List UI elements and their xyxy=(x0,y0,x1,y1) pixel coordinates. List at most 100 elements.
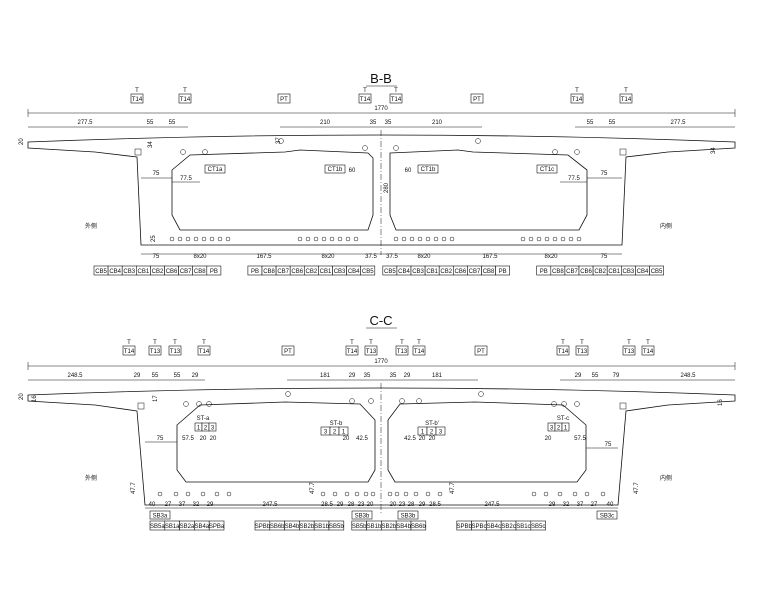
box-cell-right-bb xyxy=(389,149,588,231)
svg-text:T13: T13 xyxy=(624,349,635,355)
svg-text:55: 55 xyxy=(592,373,599,379)
svg-text:PB: PB xyxy=(251,269,259,275)
bottom-label-cell: CB7 xyxy=(178,265,194,276)
svg-text:2: 2 xyxy=(430,430,434,436)
svg-text:29: 29 xyxy=(192,373,199,379)
bottom-label-cell: CB1 xyxy=(318,265,333,276)
svg-text:40: 40 xyxy=(149,502,156,508)
tendon-tag: PT xyxy=(277,93,291,104)
svg-text:37: 37 xyxy=(276,137,282,144)
bottom-label-cell: CB2 xyxy=(150,265,165,276)
svg-text:SB2a: SB2a xyxy=(180,524,195,530)
bottom-label-cell: CB3 xyxy=(410,265,426,276)
svg-text:28: 28 xyxy=(348,502,355,508)
svg-text:35: 35 xyxy=(390,373,397,379)
svg-text:210: 210 xyxy=(432,120,443,126)
svg-text:SB2b: SB2b xyxy=(381,524,396,530)
svg-text:CB6: CB6 xyxy=(166,269,178,275)
svg-text:PT: PT xyxy=(280,97,288,103)
svg-text:ST-c: ST-c xyxy=(557,416,569,422)
bottom-tendons-bb xyxy=(169,236,582,242)
svg-text:SPBb: SPBb xyxy=(255,524,271,530)
bottom-label-cell: SB5a xyxy=(149,520,165,531)
bottom-label-cell: SPBb xyxy=(456,520,473,531)
bottom-tendons-cc xyxy=(157,491,606,497)
svg-text:SB3b: SB3b xyxy=(355,514,370,520)
bottom-label-cell: SPBb xyxy=(254,520,271,531)
svg-text:75: 75 xyxy=(601,171,608,177)
bottom-label-cell: SB4b xyxy=(395,520,412,531)
svg-text:55: 55 xyxy=(174,373,181,379)
bottom-label-cell: SB1a xyxy=(164,520,180,531)
svg-text:75: 75 xyxy=(157,436,164,442)
svg-text:35: 35 xyxy=(364,373,371,379)
svg-text:SPBa: SPBa xyxy=(209,524,225,530)
svg-text:T: T xyxy=(369,340,373,346)
svg-text:29: 29 xyxy=(207,502,214,508)
svg-text:CB4: CB4 xyxy=(637,269,649,275)
bottom-label-cell: SB2b xyxy=(299,520,315,531)
svg-text:T: T xyxy=(417,340,421,346)
svg-text:ST-b: ST-b xyxy=(330,421,343,427)
svg-text:2: 2 xyxy=(204,426,208,432)
bottom-label-cell: PB xyxy=(247,265,263,276)
svg-text:55: 55 xyxy=(147,120,154,126)
svg-text:CB3: CB3 xyxy=(412,269,424,275)
box-girder-outline-cc xyxy=(27,387,736,506)
top-dimensions-cc: 248.5 29 55 55 29 181 29 35 35 29 181 29… xyxy=(28,373,735,381)
svg-text:277.5: 277.5 xyxy=(670,120,686,126)
svg-text:CB1: CB1 xyxy=(426,269,438,275)
total-width-label: 1770 xyxy=(374,106,388,112)
svg-text:20: 20 xyxy=(343,436,350,442)
svg-text:247.5: 247.5 xyxy=(262,502,278,508)
svg-text:42.5: 42.5 xyxy=(404,436,416,442)
bottom-label-cell: SB1b xyxy=(313,520,330,531)
box-girder-outline-bb xyxy=(27,134,736,246)
svg-text:T13: T13 xyxy=(170,349,181,355)
svg-text:SB4b: SB4b xyxy=(396,524,411,530)
svg-text:CB6: CB6 xyxy=(580,269,592,275)
vertical-dimensions-cc: 20 16 17 47.7 47.7 47.7 47.7 16 xyxy=(19,393,724,494)
bottom-label-cell: SB6b xyxy=(269,520,285,531)
svg-text:75: 75 xyxy=(153,254,160,260)
bottom-label-cell: CB6 xyxy=(578,265,594,276)
svg-text:167.5: 167.5 xyxy=(482,254,498,260)
svg-text:40: 40 xyxy=(607,502,614,508)
svg-text:20: 20 xyxy=(419,436,426,442)
svg-text:37: 37 xyxy=(577,502,584,508)
side-note-outer: 外侧 xyxy=(85,222,97,230)
side-note-outer: 外侧 xyxy=(85,474,97,482)
bottom-label-cell: CB2 xyxy=(592,265,608,276)
svg-text:181: 181 xyxy=(432,373,443,379)
svg-text:CB2: CB2 xyxy=(152,269,164,275)
svg-text:79: 79 xyxy=(613,373,620,379)
bottom-dimensions-cc: 40 27 37 32 29 247.5 28.5 29 28 23 20 20… xyxy=(145,502,618,509)
svg-text:T13: T13 xyxy=(366,349,377,355)
svg-text:8x20: 8x20 xyxy=(544,254,558,260)
svg-text:T14: T14 xyxy=(572,97,583,103)
bottom-label-cell: SB4a xyxy=(194,520,210,531)
svg-text:47.7: 47.7 xyxy=(634,482,640,494)
svg-text:CB4: CB4 xyxy=(348,269,360,275)
svg-text:210: 210 xyxy=(320,120,331,126)
overall-dimension-cc: 1770 xyxy=(27,359,736,370)
bottom-label-cell: CB1 xyxy=(424,265,440,276)
section-bb-title: B-B xyxy=(370,71,392,86)
bottom-label-cell: SPBc xyxy=(471,520,487,531)
bottom-label-cell: SB4b xyxy=(284,520,300,531)
svg-text:SB3b: SB3b xyxy=(401,514,416,520)
svg-text:23: 23 xyxy=(399,502,406,508)
bottom-label-cell: CB2 xyxy=(303,265,319,276)
svg-text:34: 34 xyxy=(711,147,717,154)
svg-text:47.7: 47.7 xyxy=(450,482,456,494)
